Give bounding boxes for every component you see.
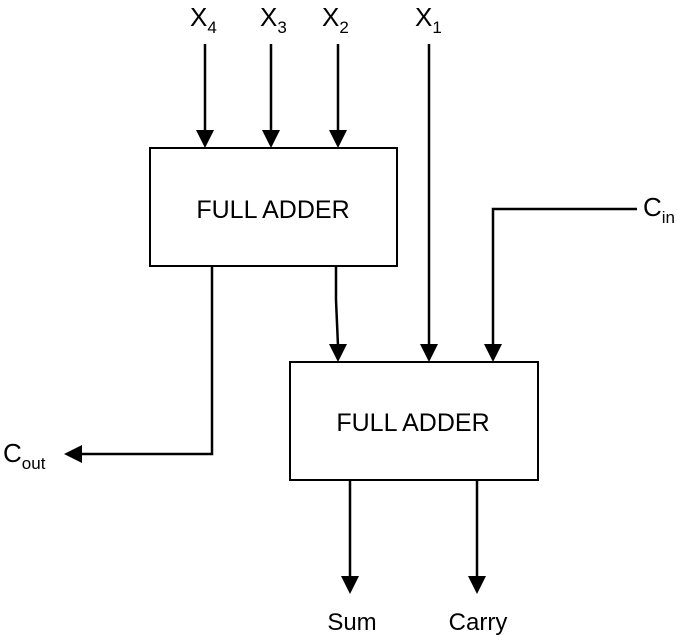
wire-carry: [468, 480, 486, 594]
wire-sum: [341, 480, 359, 594]
output-sum-label: Sum: [327, 609, 376, 636]
wire-x3: [262, 44, 280, 148]
wire-x4: [196, 44, 214, 148]
input-x1-label: X1: [415, 2, 442, 37]
input-x4-label: X4: [190, 2, 217, 37]
output-carry-label: Carry: [449, 609, 508, 636]
lower-full-adder-block: [289, 361, 539, 481]
wire-x1: [420, 44, 438, 362]
input-cin-label: Cin: [643, 192, 675, 227]
wire-cin: [484, 207, 637, 362]
upper-full-adder-label: FULL ADDER: [196, 196, 349, 224]
wire-x2: [329, 44, 347, 148]
input-x3-label: X3: [260, 2, 287, 37]
wire-upper-sum-to-lower: [329, 266, 347, 362]
wire-cout: [64, 266, 214, 463]
input-x2-label: X2: [322, 2, 349, 37]
lower-full-adder-label: FULL ADDER: [336, 409, 489, 437]
upper-full-adder-block: [149, 147, 398, 267]
output-cout-label: Cout: [3, 438, 46, 473]
